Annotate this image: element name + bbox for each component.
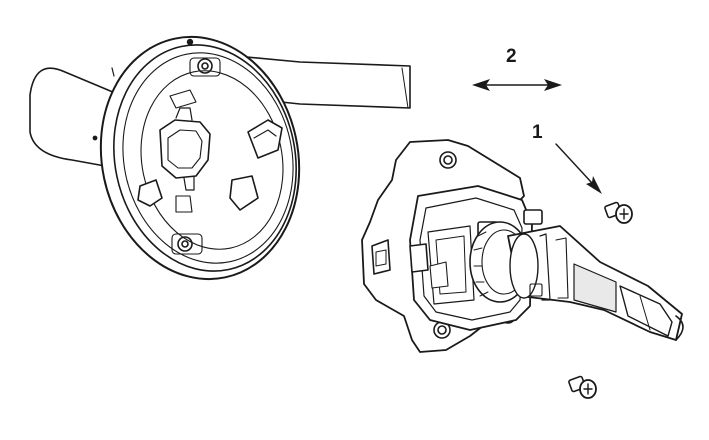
callout-step-2: 2 [506, 46, 517, 67]
screw-lower-icon [568, 375, 597, 399]
housing-with-mount [29, 35, 411, 281]
pointer-arrow-icon [555, 143, 602, 194]
double-arrow-icon [472, 79, 562, 91]
mounting-plate-with-lens [361, 139, 684, 353]
callout-step-1: 1 [532, 122, 543, 143]
screw-upper-icon [604, 201, 633, 224]
